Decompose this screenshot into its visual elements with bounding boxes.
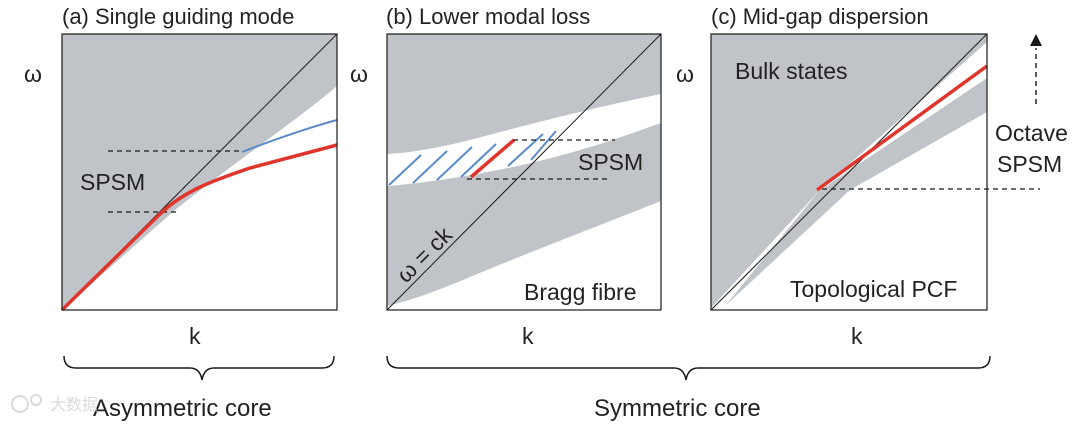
- panel-b-lower-bulk: [387, 123, 661, 306]
- panel-b-frame: [386, 33, 662, 311]
- watermark-text: 大数据: [50, 396, 98, 414]
- panel-a: (a) Single guiding mode ω k SPSM: [24, 4, 338, 349]
- octave-label-line2: SPSM: [997, 151, 1062, 177]
- panel-c-xlabel: k: [851, 323, 863, 349]
- panel-b: (b) Lower modal loss ω k SPSM ω = ck Bra…: [350, 4, 662, 349]
- brace-symmetric-label: Symmetric core: [594, 395, 761, 422]
- panel-a-xlabel: k: [189, 323, 201, 349]
- panel-c-fibre-label: Topological PCF: [790, 276, 957, 302]
- panel-b-ylabel: ω: [350, 61, 368, 87]
- panel-b-fibre-label: Bragg fibre: [524, 279, 637, 305]
- panel-a-title: (a) Single guiding mode: [62, 4, 294, 29]
- brace-asymmetric: [63, 355, 335, 381]
- panel-c-midgap-mode: [815, 64, 989, 192]
- panel-b-xlabel: k: [522, 323, 534, 349]
- octave-arrow-head: [1030, 34, 1042, 46]
- panel-b-lossy-hatching: [388, 130, 557, 186]
- panel-a-spsm-label: SPSM: [80, 169, 145, 195]
- panel-b-upper-bulk: [387, 34, 661, 154]
- panel-b-title: (b) Lower modal loss: [386, 4, 590, 29]
- panel-b-spsm-label: SPSM: [578, 149, 643, 175]
- panel-c-title: (c) Mid-gap dispersion: [711, 4, 929, 29]
- panel-a-ylabel: ω: [24, 61, 42, 87]
- panel-c-light-line: [710, 33, 988, 311]
- octave-label-line1: Octave: [995, 120, 1068, 146]
- panel-c-lower-bulk: [725, 78, 987, 306]
- brace-asymmetric-label: Asymmetric core: [93, 395, 272, 422]
- panel-a-higher-mode: [241, 119, 338, 153]
- panel-c-ylabel: ω: [676, 61, 694, 87]
- panel-c: (c) Mid-gap dispersion ω k Bulk states T…: [676, 4, 1068, 349]
- panel-a-fundamental-mode: [60, 143, 338, 312]
- watermark-icon: [11, 395, 29, 413]
- panel-b-light-line: [386, 33, 662, 311]
- panel-b-fundamental-mode: [469, 138, 516, 179]
- brace-symmetric: [386, 355, 991, 381]
- panel-c-bulk-label: Bulk states: [735, 58, 848, 84]
- panel-a-frame: [61, 33, 338, 311]
- watermark: 大数据: [11, 394, 98, 414]
- panel-c-frame: [710, 33, 988, 311]
